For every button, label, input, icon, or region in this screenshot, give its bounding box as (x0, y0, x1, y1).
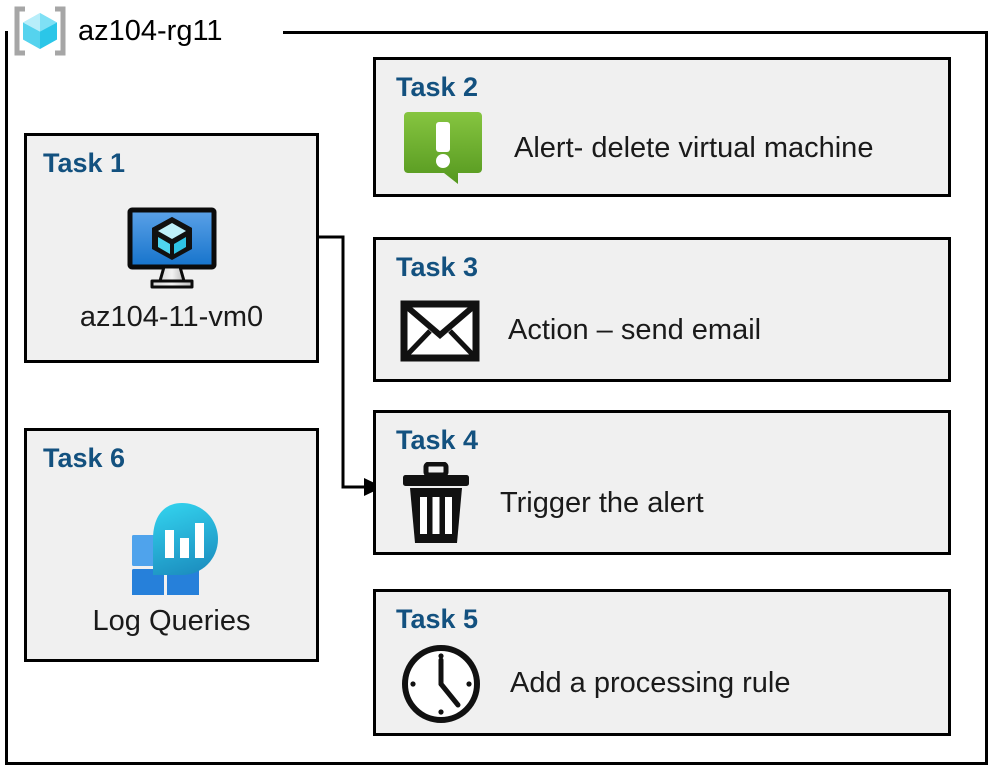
resource-group-frame-bottom (5, 762, 988, 765)
card-task-6-text: Log Queries (92, 604, 251, 637)
envelope-icon (400, 300, 480, 362)
card-task-5[interactable]: Task 5 Add a processing rule (373, 589, 951, 736)
resource-group-header: az104-rg11 (12, 4, 229, 58)
card-task-4[interactable]: Task 4 Trigger the alert (373, 410, 951, 555)
card-task-3-label: Task 3 (396, 252, 479, 282)
azure-resource-group-icon (12, 6, 68, 56)
card-task-3[interactable]: Task 3 Action – send email (373, 237, 951, 382)
resource-group-frame-top (283, 31, 988, 34)
card-task-2-label: Task 2 (396, 72, 479, 102)
log-analytics-icon (120, 497, 224, 595)
card-task-4-text: Trigger the alert (500, 487, 704, 519)
virtual-machine-icon (126, 207, 218, 291)
alert-exclamation-icon (400, 110, 486, 186)
resource-group-title: az104-rg11 (78, 14, 223, 47)
card-task-5-text: Add a processing rule (510, 667, 791, 699)
card-task-6-label: Task 6 (43, 443, 126, 473)
card-task-3-text: Action – send email (508, 314, 762, 346)
card-task-4-label: Task 4 (396, 425, 479, 455)
card-task-1-label: Task 1 (43, 148, 126, 178)
card-task-6[interactable]: Task 6 (24, 428, 319, 662)
card-task-5-label: Task 5 (396, 604, 479, 634)
card-task-2[interactable]: Task 2 (373, 57, 951, 197)
clock-icon (400, 643, 482, 725)
card-task-2-text: Alert- delete virtual machine (514, 131, 874, 164)
trash-can-icon (400, 461, 472, 546)
resource-group-frame-left (5, 31, 8, 765)
resource-group-frame-right (985, 31, 988, 765)
card-task-1-text: az104-11-vm0 (79, 300, 264, 333)
card-task-1[interactable]: Task 1 (24, 133, 319, 363)
